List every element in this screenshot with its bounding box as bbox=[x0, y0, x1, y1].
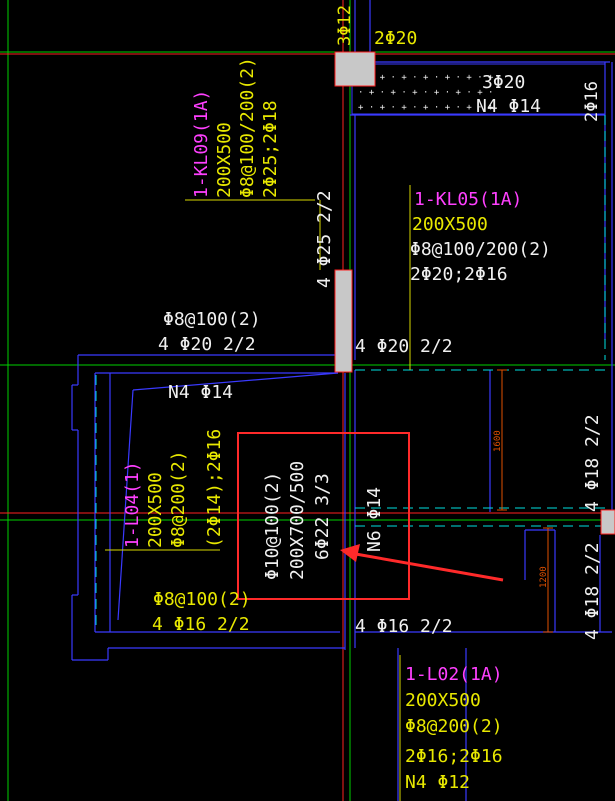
dim-1600: 1600 bbox=[493, 430, 503, 452]
boxed-stirrup: Φ10@100(2) bbox=[262, 472, 283, 580]
label-4phi16-mid: 4 Φ16 2/2 bbox=[355, 616, 453, 637]
svg-text:+ · + · + · + · + · + · +: + · + · + · + · + · + · + bbox=[358, 73, 494, 83]
dim-1200: 1200 bbox=[539, 566, 549, 588]
kl05-name: 1-KL05(1A) bbox=[414, 189, 522, 210]
label-3phi20: 3Φ20 bbox=[482, 72, 525, 93]
label-2phi16-side: 2Φ16 bbox=[582, 81, 602, 122]
label-4phi20-right: 4 Φ20 2/2 bbox=[355, 336, 453, 357]
label-n4-phi14-top: N4 Φ14 bbox=[476, 96, 541, 117]
l02-stirrup: Φ8@200(2) bbox=[405, 716, 503, 737]
label-4phi18-lower: 4 Φ18 2/2 bbox=[582, 542, 603, 640]
kl05-bars: 2Φ20;2Φ16 bbox=[410, 264, 508, 285]
kl09-name: 1-KL09(1A) bbox=[191, 90, 212, 198]
label-3phi12: 3Φ12 bbox=[335, 5, 355, 46]
label-4phi25: 4 Φ25 2/2 bbox=[314, 190, 335, 288]
column-mid bbox=[334, 269, 353, 373]
leader-lines bbox=[105, 185, 411, 801]
l02-size: 200X500 bbox=[405, 690, 481, 711]
highlight-arrow-shaft bbox=[349, 551, 504, 582]
l04-bars: (2Φ14);2Φ16 bbox=[204, 429, 225, 548]
kl09-stirrup: Φ8@100/200(2) bbox=[237, 57, 258, 198]
columns bbox=[334, 51, 615, 535]
dashed-lines bbox=[95, 115, 606, 630]
l02-name: 1-L02(1A) bbox=[405, 664, 503, 685]
boxed-size: 200X700/500 bbox=[287, 461, 308, 580]
label-n6-phi14: N6 Φ14 bbox=[364, 487, 385, 552]
svg-text:· + · + · + · + · + · + ·: · + · + · + · + · + · + · bbox=[358, 88, 493, 98]
column-top bbox=[334, 51, 376, 87]
kl09-bars: 2Φ25;2Φ18 bbox=[260, 100, 281, 198]
l04-stirrup: Φ8@200(2) bbox=[168, 450, 189, 548]
l02-bars: 2Φ16;2Φ16 bbox=[405, 746, 503, 767]
kl05-stirrup: Φ8@100/200(2) bbox=[410, 239, 551, 260]
label-4phi16-left: 4 Φ16 2/2 bbox=[152, 614, 250, 635]
l04-size: 200X500 bbox=[145, 472, 166, 548]
svg-text:+ · + · + · + · + · + · +: + · + · + · + · + · + · + bbox=[358, 103, 494, 113]
l02-torsion: N4 Φ12 bbox=[405, 772, 470, 793]
hatched-beam: + · + · + · + · + · + · + · + · + · + · … bbox=[351, 63, 606, 115]
boxed-bars: 6Φ22 3/3 bbox=[312, 473, 333, 560]
label-2phi20: 2Φ20 bbox=[374, 28, 417, 49]
label-4phi20-left: 4 Φ20 2/2 bbox=[158, 334, 256, 355]
highlight-box bbox=[237, 432, 410, 600]
label-n4-phi14: N4 Φ14 bbox=[168, 382, 233, 403]
highlight-markup bbox=[237, 432, 504, 600]
highlight-arrow-head bbox=[340, 544, 360, 562]
dimension-lines bbox=[497, 369, 553, 633]
kl05-size: 200X500 bbox=[412, 214, 488, 235]
label-4phi18-upper: 4 Φ18 2/2 bbox=[582, 414, 603, 512]
kl09-size: 200X500 bbox=[214, 122, 235, 198]
label-phi8-100-mid: Φ8@100(2) bbox=[163, 309, 261, 330]
beam-outlines bbox=[71, 0, 613, 801]
l04-name: 1-L04(1) bbox=[122, 461, 143, 548]
column-right bbox=[600, 509, 615, 535]
label-phi8-100-bottom: Φ8@100(2) bbox=[153, 589, 251, 610]
